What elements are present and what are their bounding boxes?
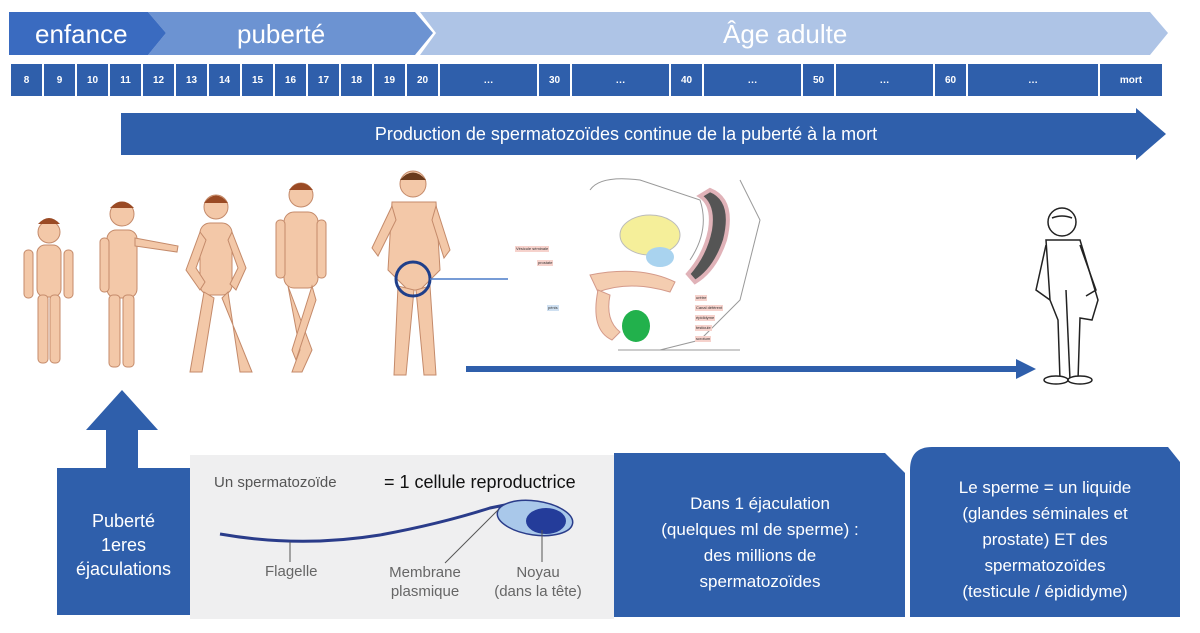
age-cell: 50 — [803, 64, 834, 96]
age-cell: 60 — [935, 64, 966, 96]
age-cell: … — [968, 64, 1098, 96]
preteen-figure — [99, 201, 179, 368]
age-cell: … — [704, 64, 801, 96]
continuity-arrow-head — [1016, 359, 1036, 379]
membrane-label: Membrane plasmique — [380, 563, 470, 601]
age-cell: 15 — [242, 64, 273, 96]
age-cell: 40 — [671, 64, 702, 96]
ejaculation-line: (quelques ml de sperme) : — [661, 520, 859, 539]
age-cell: 17 — [308, 64, 339, 96]
early-teen-figure — [185, 194, 253, 373]
sperme-line: prostate) ET des — [982, 530, 1108, 549]
age-cell: 11 — [110, 64, 141, 96]
age-cell: 13 — [176, 64, 207, 96]
ejaculation-line: spermatozoïdes — [699, 572, 821, 591]
age-cell: … — [572, 64, 669, 96]
age-cell: 20 — [407, 64, 438, 96]
sperme-box — [910, 447, 1180, 617]
adult-stage-arrow — [420, 12, 1168, 55]
stage-label-adult: Âge adulte — [723, 19, 848, 49]
stage-label-childhood: enfance — [35, 19, 128, 49]
age-cell: 14 — [209, 64, 240, 96]
spermatozoon-drawing — [219, 499, 574, 564]
ejaculation-line: des millions de — [703, 546, 817, 565]
age-scale: 8 9 10 11 12 13 14 15 16 17 18 19 20 … 3… — [11, 64, 1166, 96]
nucleus-line: (dans la tête) — [494, 583, 582, 600]
sperm-definition: = 1 cellule reproductrice — [384, 472, 576, 492]
puberty-box-text: Puberté 1eres éjaculations — [57, 490, 190, 600]
production-banner-text: Production de spermatozoïdes continue de… — [374, 124, 878, 144]
label-vas-deferens: Canal déférent — [695, 305, 724, 311]
age-cell: … — [836, 64, 933, 96]
puberty-box — [57, 468, 190, 615]
age-cell: 12 — [143, 64, 174, 96]
age-cell: 16 — [275, 64, 306, 96]
childhood-stage-arrow — [9, 12, 166, 55]
puberty-up-arrow — [86, 390, 158, 468]
age-cell: 18 — [341, 64, 372, 96]
label-prostate: prostate — [537, 260, 554, 266]
membrane-line: Membrane — [389, 564, 461, 581]
adult-figure — [371, 170, 451, 376]
sperm-panel-bg — [190, 455, 614, 619]
puberty-line: Puberté — [91, 511, 156, 531]
ejaculation-line: Dans 1 éjaculation — [690, 494, 830, 513]
nucleus-label: Noyau (dans la tête) — [478, 563, 598, 601]
label-urethra: urètre — [695, 295, 708, 301]
puberty-stage-arrow — [148, 12, 433, 55]
label-epididymis: épididyme — [695, 315, 716, 321]
sperme-line: spermatozoïdes — [984, 556, 1106, 575]
age-cell: 10 — [77, 64, 108, 96]
ejaculation-box-text: Dans 1 éjaculation (quelques ml de sperm… — [618, 488, 902, 598]
label-seminal-vesicle: Vésicule séminale — [515, 246, 550, 252]
production-banner-arrow — [121, 108, 1166, 160]
teen-figure — [275, 182, 327, 373]
child-figure — [23, 218, 74, 364]
membrane-line: plasmique — [390, 583, 460, 600]
label-penis: pénis — [547, 305, 559, 311]
puberty-line: 1eres — [100, 535, 147, 555]
age-cell: mort — [1100, 64, 1162, 96]
sperme-line: (testicule / épididyme) — [962, 582, 1128, 601]
stage-label-puberty: puberté — [237, 19, 326, 49]
sperme-box-text: Le sperme = un liquide (glandes séminale… — [912, 470, 1178, 610]
age-cell: 30 — [539, 64, 570, 96]
age-cell: 8 — [11, 64, 42, 96]
ejaculation-box — [614, 453, 905, 617]
sperm-title: Un spermatozoïde — [214, 474, 337, 491]
age-cell: … — [440, 64, 537, 96]
label-scrotum: scrotum — [695, 336, 712, 342]
age-cell: 19 — [374, 64, 405, 96]
old-man-figure — [1035, 207, 1099, 385]
puberty-line: éjaculations — [75, 559, 172, 579]
sperme-line: (glandes séminales et — [962, 504, 1128, 523]
sperme-line: Le sperme = un liquide — [958, 478, 1132, 497]
label-testicle: testicule — [695, 325, 712, 331]
flagellum-label: Flagelle — [265, 563, 318, 580]
nucleus-line: Noyau — [516, 564, 560, 581]
age-cell: 9 — [44, 64, 75, 96]
